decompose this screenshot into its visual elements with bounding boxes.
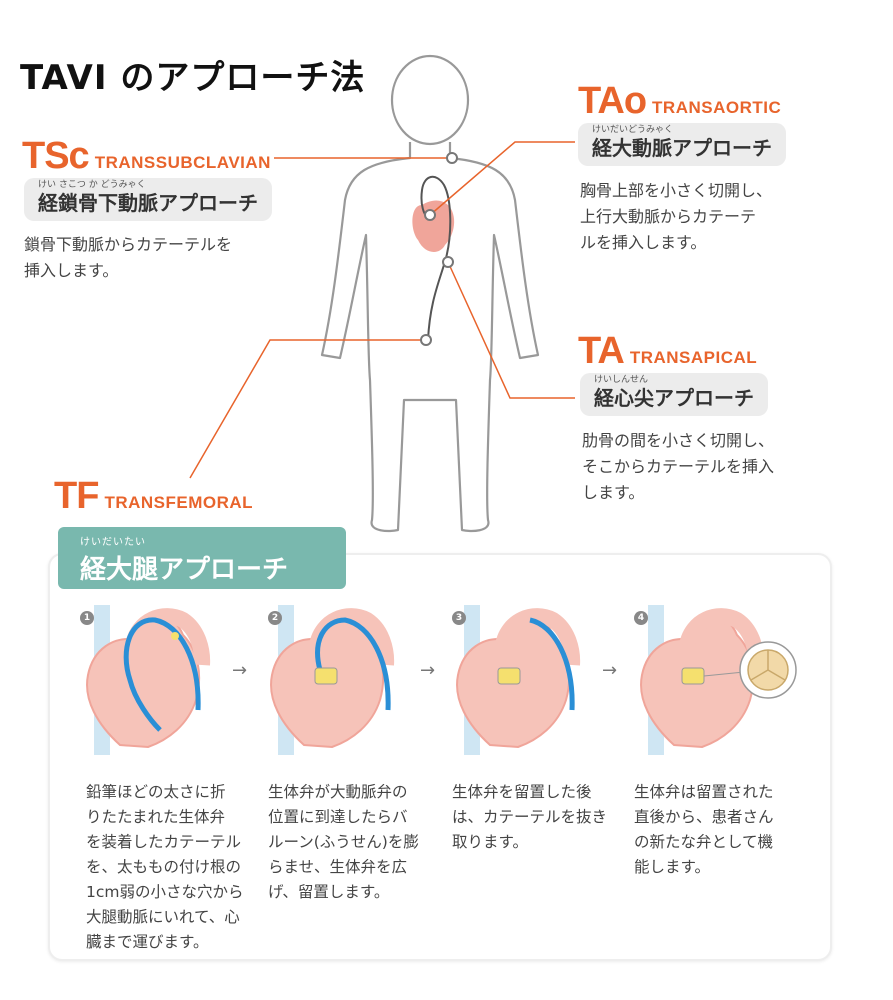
approach-points: [420, 152, 458, 346]
tsc-name-pill: けい さこつ か どうみゃく 経鎖骨下動脈アプローチ: [24, 178, 272, 221]
step-3-number: 3: [452, 611, 466, 625]
step-2-description: 生体弁が大動脈弁の 位置に到達したらバ ルーン(ふうせん)を膨 らませ、生体弁を…: [268, 783, 419, 901]
step-1-number: 1: [80, 611, 94, 625]
ta-name-pill: けいしんせん 経心尖アプローチ: [580, 373, 768, 416]
step-arrow-3: →: [602, 660, 618, 681]
tf-name-tag: けいだいたい 経大腿アプローチ: [58, 527, 346, 589]
tao-name-pill: けいだいどうみゃく 経大動脈アプローチ: [578, 123, 786, 166]
heart-shape: [412, 200, 455, 252]
step-4-number: 4: [634, 611, 648, 625]
tsc-description: 鎖骨下動脈からカテーテルを 挿入します。: [24, 235, 233, 280]
step-1-description: 鉛筆ほどの太さに折 りたたまれた生体弁 を装着したカテーテル を、太ももの付け根…: [86, 783, 244, 951]
step-arrow-1: →: [232, 660, 248, 681]
connector-lines: [189, 141, 575, 479]
step-arrow-2: →: [420, 660, 436, 681]
step-3-description: 生体弁を留置した後 は、カテーテルを抜き 取ります。: [452, 783, 608, 851]
step-2-number: 2: [268, 611, 282, 625]
step-4-description: 生体弁は留置された 直後から、患者さん の新たな弁として機 能します。: [634, 783, 774, 876]
catheter-path: [420, 175, 452, 341]
body-outline: [320, 54, 540, 533]
ta-description: 肋骨の間を小さく切開し、 そこからカテーテルを挿入 します。: [582, 431, 775, 502]
tao-description: 胸骨上部を小さく切開し、 上行大動脈からカテーテ ルを挿入します。: [580, 181, 773, 252]
page-title: TAVI のアプローチ法: [20, 58, 366, 98]
